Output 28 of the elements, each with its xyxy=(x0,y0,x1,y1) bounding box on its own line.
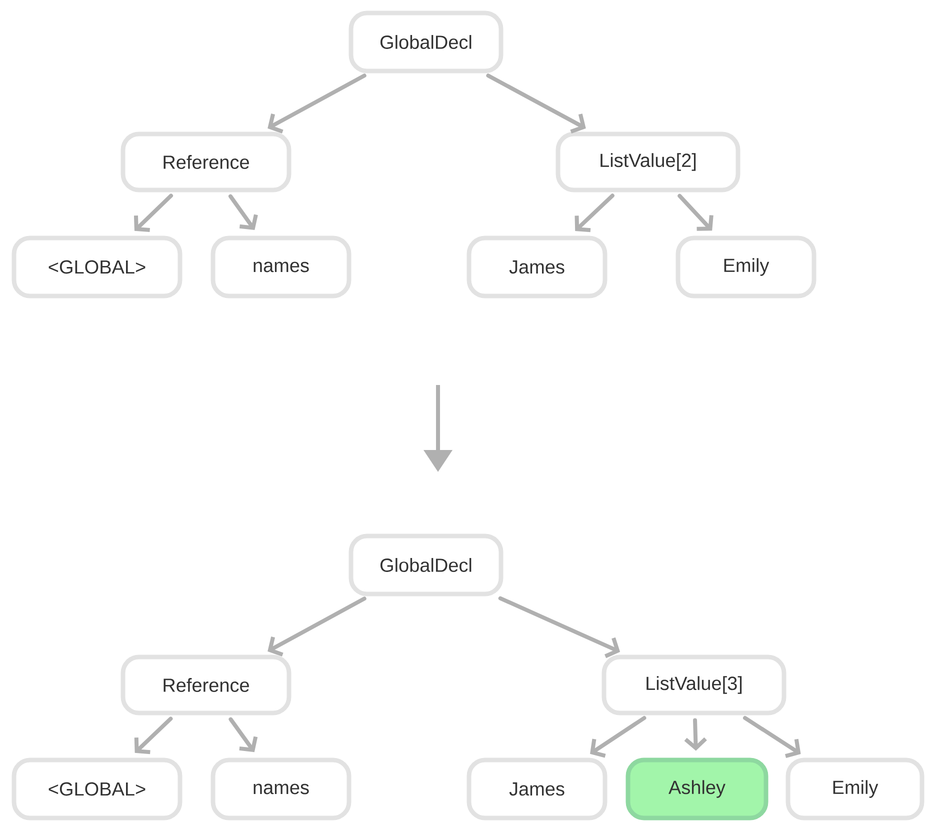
arrow xyxy=(486,74,586,134)
tree-node-box: <GLOBAL> xyxy=(12,236,182,298)
tree-node-box: Emily xyxy=(786,758,924,820)
tree-node-box: Ashley xyxy=(626,758,768,820)
arrow xyxy=(574,194,614,232)
tree-node-box: Reference xyxy=(120,654,292,716)
arrow xyxy=(498,596,620,658)
arrow xyxy=(134,716,173,754)
arrow xyxy=(678,194,714,231)
arrow xyxy=(268,74,366,134)
arrow xyxy=(590,716,646,758)
tree-node-box: James xyxy=(466,236,608,298)
tree-node-box: GlobalDecl xyxy=(348,534,504,596)
tree-node-box: Reference xyxy=(120,132,292,192)
tree-node-box: names xyxy=(210,236,352,298)
arrow xyxy=(134,194,174,232)
tree-node-box: names xyxy=(210,758,352,820)
arrow xyxy=(684,718,707,751)
tree-node-box: ListValue[2] xyxy=(556,132,740,192)
arrow xyxy=(268,596,366,656)
tree-node-box: GlobalDecl xyxy=(348,10,504,74)
tree-node-box: <GLOBAL> xyxy=(12,758,182,820)
arrow xyxy=(743,716,801,758)
tree-node-box: Emily xyxy=(676,236,816,298)
tree-node-box: James xyxy=(466,758,608,820)
arrow xyxy=(228,717,258,752)
arrow xyxy=(228,194,258,230)
tree-node-box: ListValue[3] xyxy=(602,654,786,716)
